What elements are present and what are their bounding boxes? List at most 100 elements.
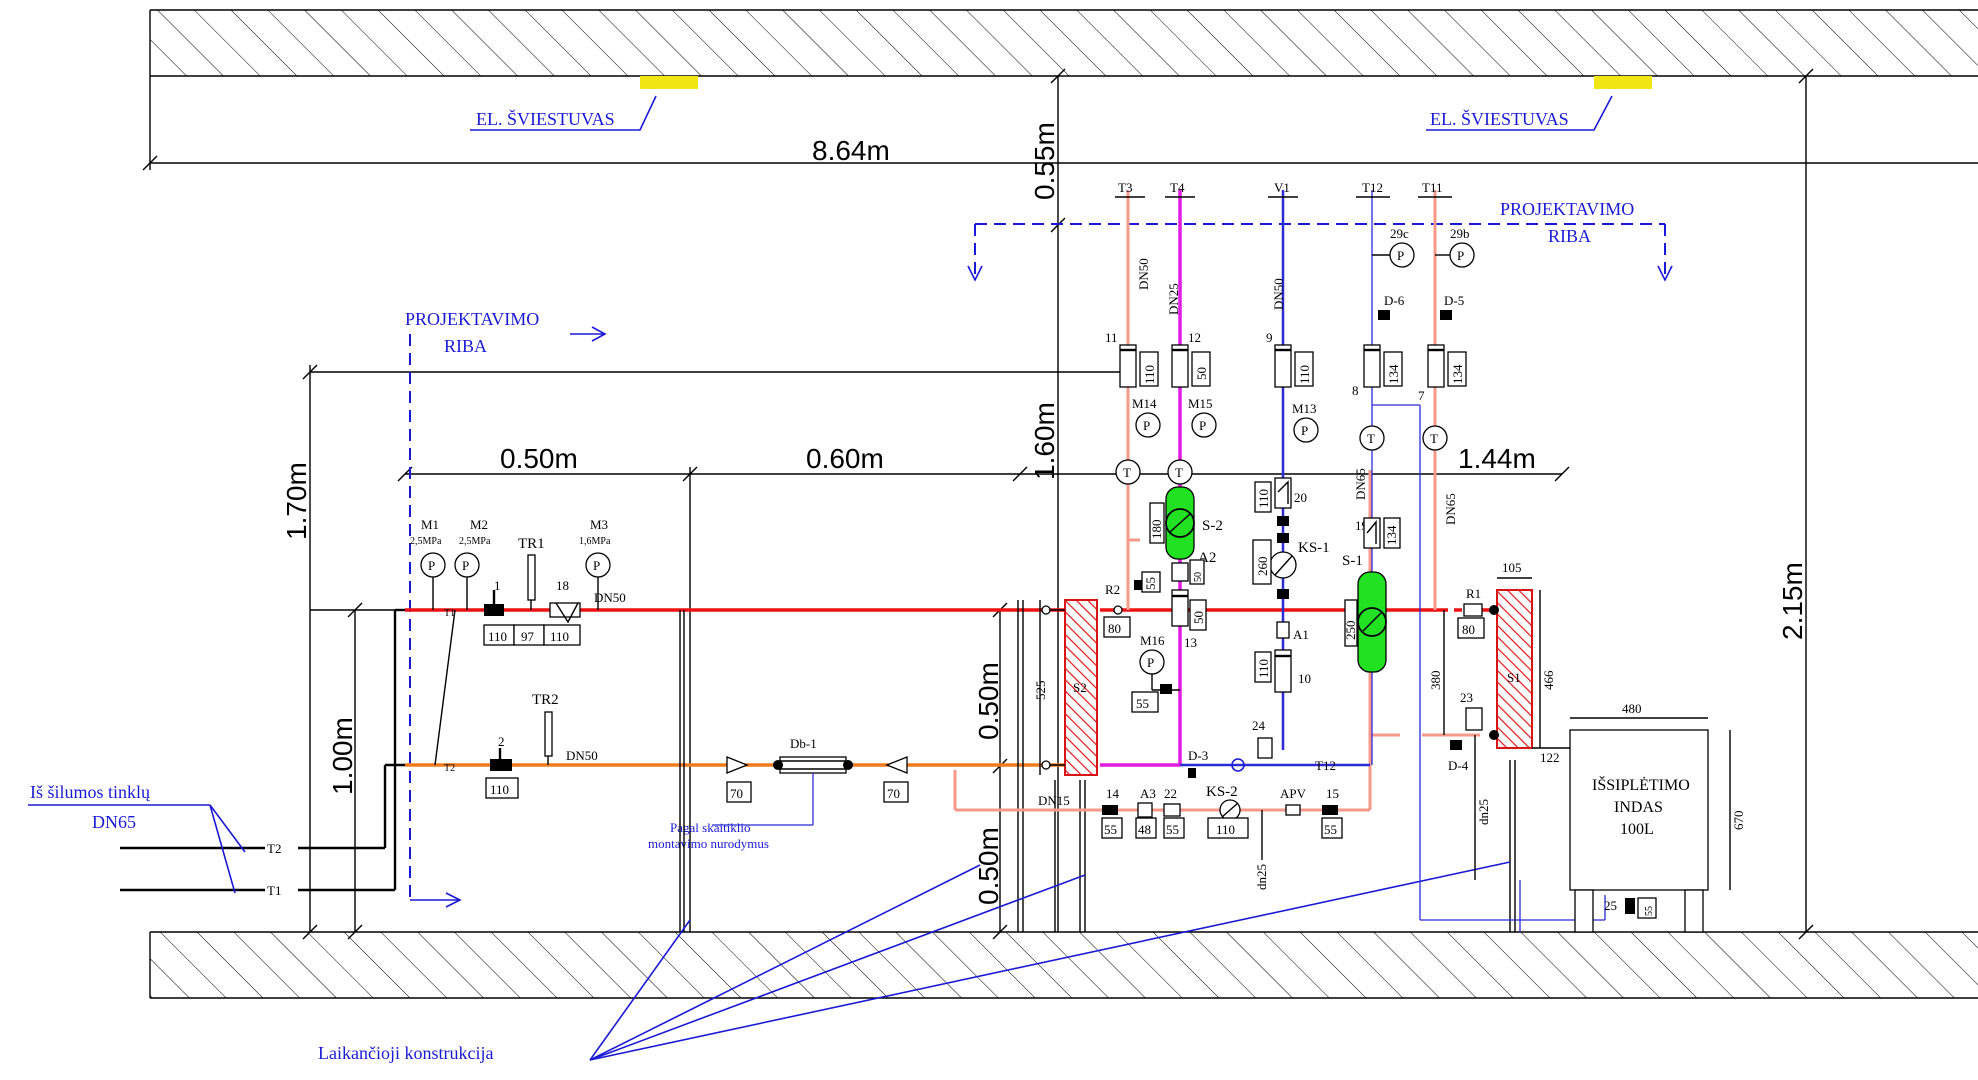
lamp-left [640, 76, 698, 89]
svg-text:15: 15 [1326, 786, 1339, 801]
svg-text:S2: S2 [1073, 680, 1087, 695]
svg-text:50: 50 [1191, 611, 1206, 624]
gauge-m13: M13 P [1292, 401, 1319, 443]
svg-text:80: 80 [1462, 622, 1475, 637]
ceiling-slab [149, 9, 1978, 77]
svg-text:55: 55 [1324, 822, 1337, 837]
lamp-left-label: EL. ŠVIESTUVAS [476, 108, 615, 129]
svg-text:T: T [1175, 465, 1183, 480]
svg-text:D-3: D-3 [1188, 748, 1208, 763]
valve-9: 9 110 [1266, 330, 1314, 388]
drain-d3: D-3 24 [1188, 718, 1273, 778]
svg-text:T12: T12 [1315, 758, 1336, 773]
project-boundary-right: PROJEKTAVIMO RIBA [967, 199, 1673, 282]
valve-12: 12 50 [1171, 330, 1211, 388]
lower-line: DN15 14 55 A3 48 22 55 KS-2 110 dn25 APV… [1038, 784, 1370, 890]
svg-text:50: 50 [1194, 367, 1209, 380]
svg-text:55: 55 [1136, 696, 1149, 711]
svg-text:DN50: DN50 [1136, 258, 1151, 290]
svg-text:80: 80 [1108, 621, 1121, 636]
network-lines: T2 T1 Iš šilumos tinklų DN65 [28, 608, 405, 898]
svg-text:24: 24 [1252, 718, 1266, 733]
svg-text:T4: T4 [1170, 180, 1185, 195]
svg-text:11: 11 [1105, 330, 1118, 345]
gauge-m3: M3 1,6MPa P [579, 517, 611, 610]
dim-160: 1.60m [1029, 402, 1060, 480]
svg-text:P: P [1301, 423, 1308, 438]
svg-text:D-4: D-4 [1448, 758, 1469, 773]
pink-lines: DN50 DN65 DN65 [953, 190, 1480, 812]
gauge-m14: M14 P [1132, 396, 1161, 438]
svg-text:1: 1 [494, 578, 501, 593]
svg-text:P: P [1143, 418, 1150, 433]
svg-text:13: 13 [1184, 635, 1197, 650]
air-a1: A1 [1276, 621, 1309, 642]
valve-7: 7 134 [1418, 344, 1467, 403]
boundary-left-2: RIBA [444, 336, 487, 356]
t1-tag: T1 [444, 608, 455, 619]
meter-db1: Db-1 Pagal skaitiklio montavimo nurodymu… [648, 736, 853, 851]
svg-text:R1: R1 [1466, 586, 1481, 601]
valve-13: 50 13 [1171, 589, 1207, 650]
svg-text:23: 23 [1460, 690, 1473, 705]
gauge-m1: M1 2,5MPa P [410, 517, 446, 610]
support-label: Laikančioji konstrukcija [318, 1043, 493, 1063]
svg-text:dn25: dn25 [1476, 799, 1491, 825]
project-boundary-left: PROJEKTAVIMO RIBA [405, 309, 607, 908]
svg-text:S-2: S-2 [1202, 518, 1223, 534]
svg-text:110: 110 [550, 629, 569, 644]
svg-text:55: 55 [1104, 822, 1117, 837]
svg-text:P: P [1199, 418, 1206, 433]
svg-text:100L: 100L [1620, 821, 1654, 838]
floor-slab [149, 931, 1978, 999]
svg-text:P: P [1147, 655, 1154, 670]
dim-170: 1.70m [281, 462, 312, 540]
svg-text:A1: A1 [1293, 627, 1309, 642]
svg-text:T: T [1430, 431, 1438, 446]
svg-text:22: 22 [1164, 786, 1177, 801]
dim-060: 0.60m [806, 443, 884, 474]
lamp-right-label: EL. ŠVIESTUVAS [1430, 108, 1569, 129]
gauge-29b: 29b P D-5 [1435, 226, 1475, 320]
meter-ks1: KS-1 260 [1252, 533, 1330, 599]
svg-text:P: P [1457, 248, 1464, 263]
svg-text:S-1: S-1 [1342, 553, 1363, 569]
valve-2: 2 110 [485, 734, 519, 799]
svg-text:480: 480 [1622, 701, 1642, 716]
svg-text:M1: M1 [421, 517, 439, 532]
pump-s1: S-1 250 19 134 [1342, 517, 1401, 673]
svg-text:180: 180 [1149, 520, 1164, 540]
thermometer-tr1: TR1 97 [513, 536, 545, 646]
svg-text:DN65: DN65 [1353, 468, 1368, 500]
svg-text:29b: 29b [1450, 226, 1470, 241]
svg-text:A3: A3 [1140, 786, 1156, 801]
svg-text:260: 260 [1255, 557, 1270, 577]
lamp-left-callout: EL. ŠVIESTUVAS [470, 95, 657, 131]
svg-text:D-5: D-5 [1444, 293, 1464, 308]
svg-text:110: 110 [1142, 365, 1157, 384]
svg-text:KS-1: KS-1 [1298, 540, 1330, 556]
pump-s2: 180 S-2 A2 50 55 [1134, 486, 1223, 593]
svg-text:9: 9 [1266, 330, 1273, 345]
check-valve-right: 70 [883, 756, 909, 803]
thermo-t12: T [1359, 425, 1385, 451]
svg-text:50: 50 [1193, 572, 1204, 582]
heat-exchanger-s2: S2 525 [1033, 599, 1098, 776]
svg-text:466: 466 [1541, 670, 1556, 690]
regulator-r2: R2 80 [1103, 582, 1131, 638]
svg-text:14: 14 [1106, 786, 1120, 801]
svg-text:110: 110 [1256, 659, 1271, 678]
svg-text:134: 134 [1450, 364, 1465, 384]
svg-text:7: 7 [1418, 388, 1425, 403]
gauge-m2: M2 2,5MPa P [454, 517, 491, 610]
svg-text:134: 134 [1384, 525, 1399, 545]
gauge-m16: M16 P 55 [1131, 633, 1180, 713]
svg-text:TR2: TR2 [532, 692, 559, 708]
boundary-right-1: PROJEKTAVIMO [1500, 199, 1634, 219]
dim-100: 1.00m [327, 717, 358, 795]
svg-text:T3: T3 [1118, 180, 1132, 195]
svg-text:1,6MPa: 1,6MPa [579, 536, 611, 547]
valve-23: 23 D-4 dn25 [1448, 690, 1491, 880]
svg-text:55: 55 [1143, 577, 1158, 590]
